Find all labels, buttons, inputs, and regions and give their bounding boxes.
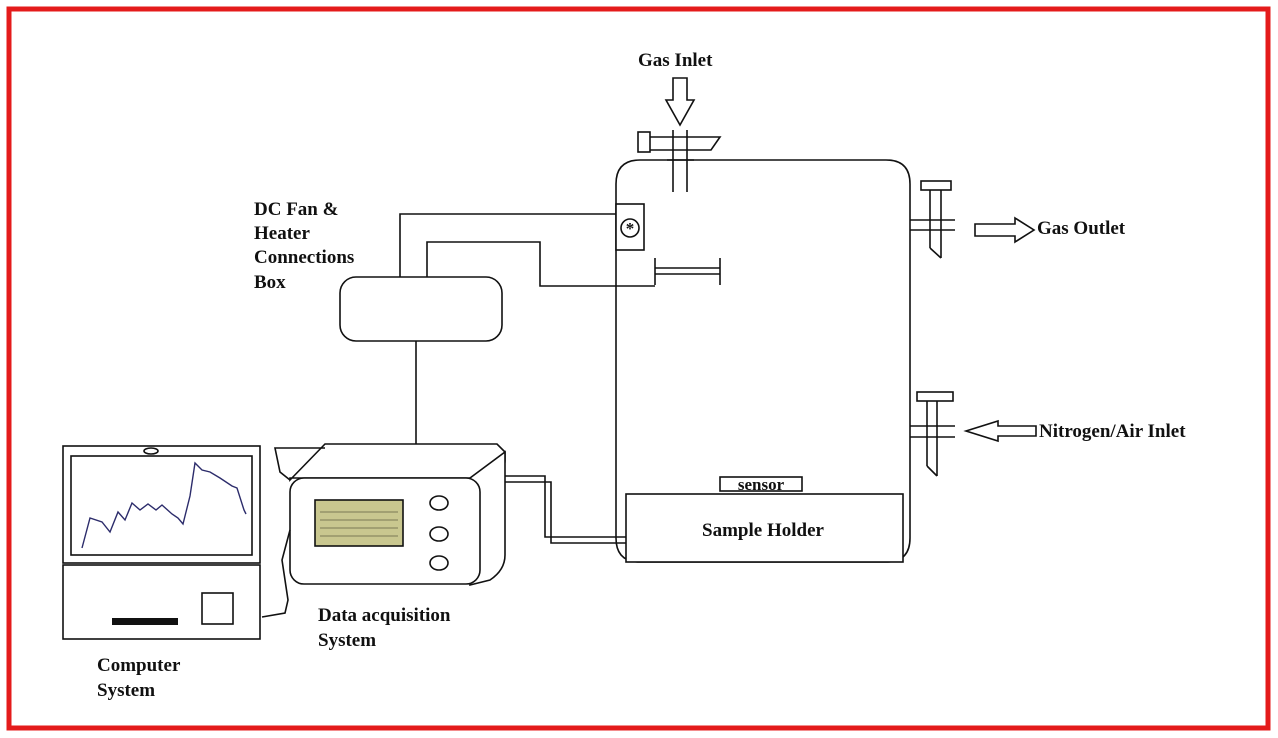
label-computer-2: System <box>97 680 155 701</box>
daq-chamber-wire-a <box>505 475 626 538</box>
gas-outlet-arrow <box>974 216 1036 244</box>
label-dc-fan-1: DC Fan & <box>254 199 338 220</box>
heater-plate <box>654 258 721 285</box>
monitor-camera <box>143 447 159 455</box>
sensor-box <box>719 476 803 492</box>
label-gas-outlet: Gas Outlet <box>1037 218 1126 239</box>
sample-holder <box>625 493 904 563</box>
label-dc-fan-2: Heater <box>254 223 310 244</box>
heater-wire <box>426 241 655 287</box>
gas-chamber: * <box>615 77 1037 563</box>
label-daq-1: Data acquisition <box>318 605 451 626</box>
daq-monitor-cable <box>274 447 325 481</box>
label-dc-fan-3: Connections <box>254 247 354 268</box>
fan-icon-glyph: * <box>626 219 635 238</box>
connections-box <box>339 276 503 342</box>
nitrogen-inlet-arrow <box>963 419 1037 443</box>
daq-knob-middle[interactable] <box>429 526 449 542</box>
disk-drive <box>201 592 234 625</box>
label-sensor: sensor <box>738 475 785 494</box>
label-computer-1: Computer <box>97 655 181 676</box>
daq-computer-cable <box>261 529 291 618</box>
nitrogen-inlet-valve <box>910 391 955 477</box>
gas-inlet-valve <box>637 130 722 192</box>
daq-knob-bottom[interactable] <box>429 555 449 571</box>
monitor-graph <box>81 461 247 549</box>
computer <box>62 445 261 640</box>
gas-inlet-arrow <box>664 77 696 127</box>
daq-chamber-wire-b <box>505 481 626 544</box>
daq-knob-top[interactable] <box>429 495 449 511</box>
label-gas-inlet: Gas Inlet <box>638 50 713 71</box>
label-dc-fan-4: Box <box>254 272 286 293</box>
daq-screen <box>314 499 404 547</box>
fan-icon <box>620 218 640 238</box>
disk-slot <box>112 618 178 625</box>
gas-outlet-valve <box>910 180 955 259</box>
label-daq-2: System <box>318 630 376 651</box>
daq-unit <box>289 443 506 587</box>
label-sample-holder: Sample Holder <box>702 520 824 541</box>
frame-border <box>6 6 1271 731</box>
label-nitrogen-inlet: Nitrogen/Air Inlet <box>1039 421 1186 442</box>
fan-wire <box>399 213 616 277</box>
